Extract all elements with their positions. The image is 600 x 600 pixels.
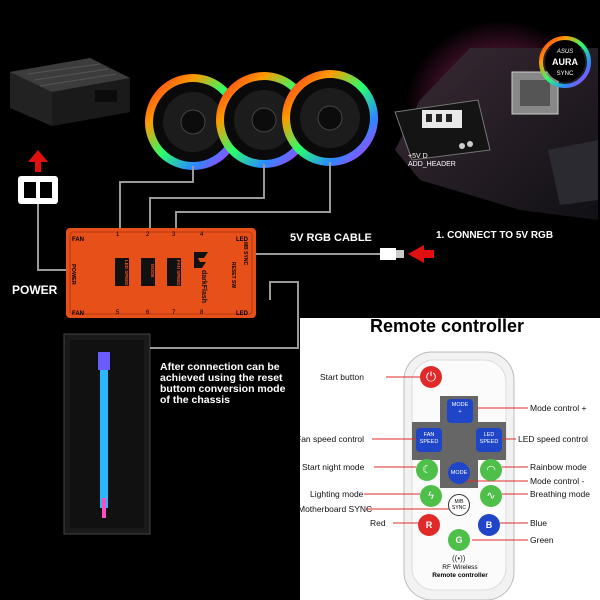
mode-minus-button[interactable]: MODE xyxy=(448,462,470,484)
label-start-night-mode: Start night mode xyxy=(302,462,365,472)
bottom-section: After connection can be achieved using t… xyxy=(0,316,600,600)
label-led-speed-control: LED speed control xyxy=(518,434,588,444)
top-photo-section: +5V D ADD_HEADER ASUS AURA SYNC FAN FAN … xyxy=(0,0,600,318)
led-speed-button xyxy=(115,258,129,286)
power-connector-image xyxy=(18,176,58,204)
mb-sync-label: MB SYNC xyxy=(242,242,248,265)
chassis-image xyxy=(63,333,151,535)
led-speed-remote-button[interactable]: LED SPEED xyxy=(476,428,502,452)
header-text-2: ADD_HEADER xyxy=(408,161,456,168)
label-motherboard-sync: Motherboard SYNC xyxy=(298,504,373,514)
power-wire xyxy=(37,204,66,271)
mode-button xyxy=(141,258,155,286)
fan-wires xyxy=(119,162,331,228)
led-label-tr: LED xyxy=(236,237,249,243)
leader-lines xyxy=(364,376,528,541)
wireless-icon: ((•)) xyxy=(452,554,466,563)
red-arrow-icon xyxy=(408,245,434,263)
port-3: 3 xyxy=(172,232,176,238)
fan-speed-button xyxy=(167,258,181,286)
wiring-diagram: +5V D ADD_HEADER ASUS AURA SYNC FAN FAN … xyxy=(10,20,598,318)
label-start-button: Start button xyxy=(320,372,364,382)
mb-sync-button[interactable]: M/B SYNC xyxy=(448,494,470,516)
port-7: 7 xyxy=(172,310,176,316)
reset-wire xyxy=(269,281,299,318)
brand-text: darkFlash xyxy=(200,270,207,303)
up-arrow-icon xyxy=(28,150,48,172)
controller-box: FAN FAN LED LED POWER 1 2 3 4 5 6 7 8 LE… xyxy=(66,228,256,318)
remote-title: Remote controller xyxy=(370,316,525,336)
brand-logo-icon xyxy=(194,252,208,268)
label-mode-plus: Mode control + xyxy=(530,403,587,413)
svg-text:ASUS: ASUS xyxy=(556,49,573,55)
label-green: Green xyxy=(530,535,554,545)
label-blue: Blue xyxy=(530,518,548,528)
port-1: 1 xyxy=(116,232,120,238)
green-button[interactable]: G xyxy=(448,529,470,551)
reset-wire-bottom xyxy=(150,318,299,349)
blue-button[interactable]: B xyxy=(478,514,500,536)
lightning-icon: ϟ xyxy=(428,490,434,502)
mode-text: MODE xyxy=(150,264,155,278)
connection-note: After connection can be achieved using t… xyxy=(160,362,285,406)
lighting-mode-button[interactable]: ϟ xyxy=(420,485,442,507)
fan-label-tl: FAN xyxy=(72,237,84,243)
aura-text: AURA xyxy=(552,57,578,67)
port-5: 5 xyxy=(116,310,120,316)
moon-icon: ☾ xyxy=(422,464,432,476)
fan-label-bl: FAN xyxy=(72,311,84,317)
mode-plus-button[interactable]: MODE+ xyxy=(447,399,473,423)
remote-footer-1: RF Wireless xyxy=(442,564,478,571)
pulse-icon: ∿ xyxy=(486,490,496,502)
note-line-4: of the chassis xyxy=(160,394,231,406)
led-label-br: LED xyxy=(236,311,249,317)
rainbow-icon: ◠ xyxy=(486,464,496,476)
fan-speed-remote-button[interactable]: FAN SPEED xyxy=(416,428,442,452)
power-button[interactable]: ⏻ xyxy=(420,366,442,388)
label-fan-speed-control: Fan speed control xyxy=(296,434,365,444)
port-8: 8 xyxy=(200,310,204,316)
label-lighting-mode: Lighting mode xyxy=(310,489,364,499)
header-text-1: +5V D xyxy=(408,153,428,160)
note-line-3: buttom conversion mode xyxy=(160,383,286,395)
fan-2-image xyxy=(216,72,312,168)
red-button[interactable]: R xyxy=(418,514,440,536)
motherboard-image xyxy=(394,20,598,220)
rgb-cable xyxy=(256,248,404,260)
mode-plus-text: MODE xyxy=(451,402,469,408)
label-rainbow-mode: Rainbow mode xyxy=(530,462,587,472)
sync-text: SYNC xyxy=(557,71,574,77)
remote-footer-2: Remote controller xyxy=(432,572,488,579)
breathing-mode-button[interactable]: ∿ xyxy=(480,485,502,507)
port-6: 6 xyxy=(146,310,150,316)
night-mode-button[interactable]: ☾ xyxy=(416,459,438,481)
label-red: Red xyxy=(370,518,386,528)
cable-label: 5V RGB CABLE xyxy=(290,232,372,244)
power-port-label: POWER xyxy=(70,264,76,285)
label-mode-minus: Mode control - xyxy=(530,476,585,486)
note-line-1: After connection can be xyxy=(160,361,280,373)
port-4: 4 xyxy=(200,232,204,238)
label-breathing-mode: Breathing mode xyxy=(530,489,591,499)
power-label: POWER xyxy=(12,283,58,297)
power-supply-image xyxy=(10,58,130,126)
fan-speed-text: FAN SPEED xyxy=(176,260,181,286)
port-2: 2 xyxy=(146,232,150,238)
note-line-2: achieved using the reset xyxy=(160,372,283,384)
fan-3-image xyxy=(282,70,378,166)
bottom-diagram xyxy=(63,318,528,600)
reset-sw-label: RESET SW xyxy=(230,262,236,288)
remote-footer: RF Wireless Remote controller xyxy=(414,564,506,580)
aura-sync-logo: ASUS AURA SYNC xyxy=(539,36,591,88)
connect-label: 1. CONNECT TO 5V RGB xyxy=(436,230,554,241)
led-speed-text: LED SPEED xyxy=(124,260,129,286)
rainbow-mode-button[interactable]: ◠ xyxy=(480,459,502,481)
